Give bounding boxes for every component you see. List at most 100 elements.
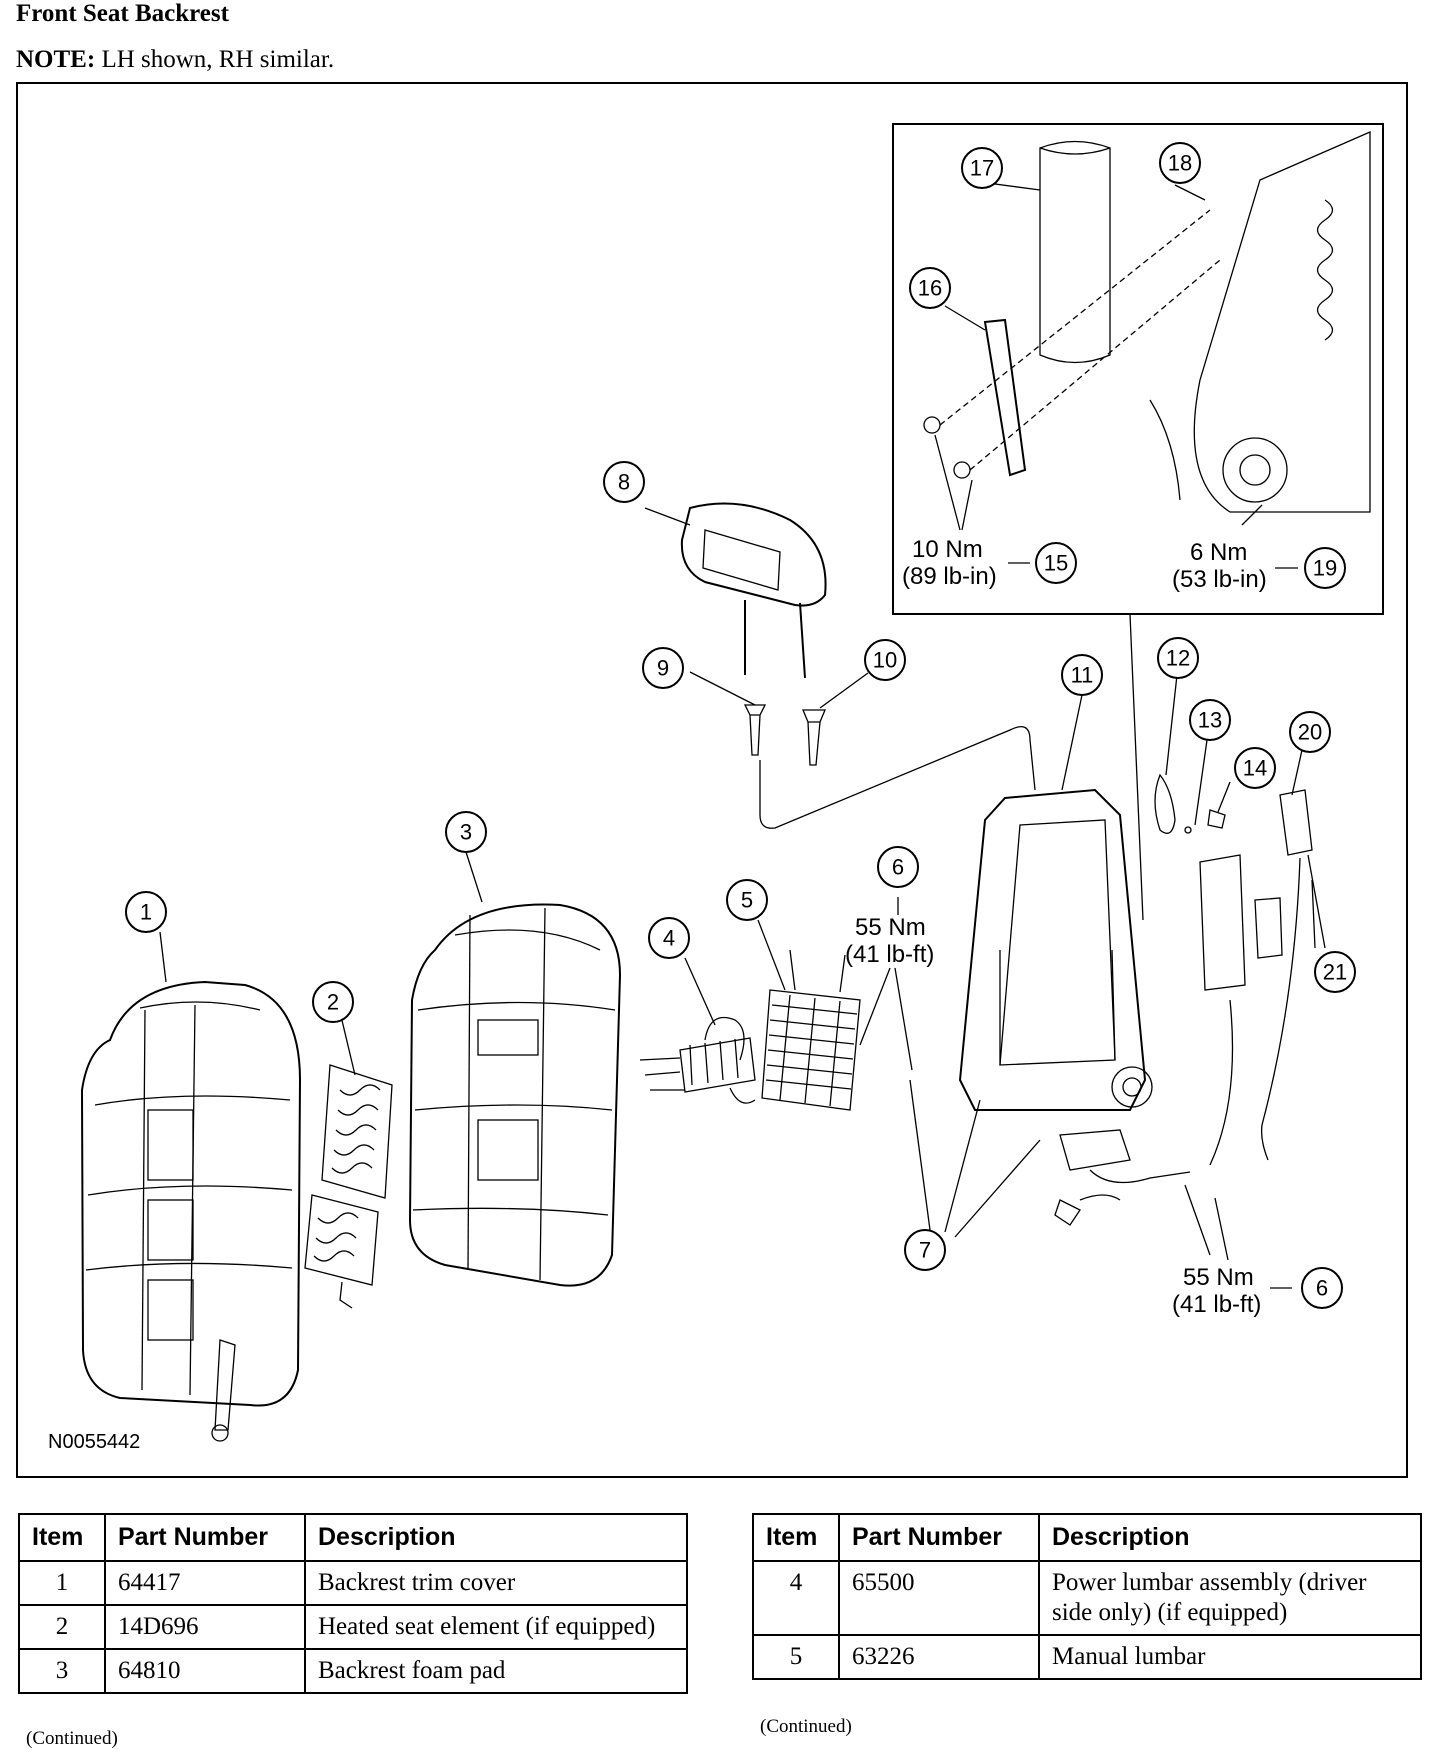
callout-2: 2 — [312, 981, 354, 1023]
torque-55nm-lower: 55 Nm — [1183, 1264, 1254, 1291]
callout-7-label: 7 — [919, 1238, 931, 1263]
torque-10nm: 10 Nm — [912, 536, 983, 563]
header-description: Description — [1038, 1513, 1422, 1562]
cell-part: 63226 — [838, 1634, 1040, 1680]
parts-table-left: Item Part Number Description 1 64417 Bac… — [18, 1513, 688, 1694]
page-title: Front Seat Backrest — [16, 0, 229, 27]
headrest-drawing — [680, 502, 827, 679]
callout-11-label: 11 — [1071, 663, 1094, 688]
callout-4: 4 — [648, 917, 690, 959]
torque-55nm-upper: 55 Nm — [855, 914, 926, 941]
callout-17-label: 17 — [970, 156, 994, 181]
cell-part: 65500 — [838, 1560, 1040, 1636]
callout-12: 12 — [1157, 637, 1199, 679]
header-item: Item — [18, 1513, 106, 1562]
parts-table-right: Item Part Number Description 4 65500 Pow… — [752, 1513, 1422, 1680]
callout-3-label: 3 — [460, 820, 472, 845]
power-lumbar-drawing — [639, 1016, 756, 1104]
leader-lines — [159, 181, 1326, 1289]
torque-6nm: 6 Nm — [1190, 539, 1247, 566]
callout-14: 14 — [1234, 747, 1276, 789]
callout-9: 9 — [642, 647, 684, 689]
continued-right: (Continued) — [760, 1716, 852, 1737]
torque-41lbft-upper: (41 lb-ft) — [845, 941, 934, 968]
callout-10-label: 10 — [873, 648, 897, 673]
heated-element-drawing — [304, 1064, 393, 1309]
continued-left: (Continued) — [26, 1728, 118, 1749]
callout-6-upper-label: 6 — [892, 855, 904, 880]
table-header-row: Item Part Number Description — [752, 1513, 1422, 1562]
header-part-number: Part Number — [838, 1513, 1040, 1562]
callout-12-label: 12 — [1166, 646, 1190, 671]
callout-5-label: 5 — [741, 888, 753, 913]
note-text: LH shown, RH similar. — [101, 46, 335, 73]
note-label: NOTE: — [16, 46, 96, 73]
callout-17: 17 — [961, 147, 1003, 189]
callout-8: 8 — [603, 461, 645, 503]
diagram-frame — [16, 82, 1408, 1478]
callout-13: 13 — [1189, 699, 1231, 741]
cell-item: 3 — [18, 1648, 106, 1694]
table-header-row: Item Part Number Description — [18, 1513, 688, 1562]
cell-desc: Heated seat element (if equipped) — [304, 1604, 688, 1650]
headrest-guides-drawing — [743, 704, 1036, 829]
cell-part: 64417 — [104, 1560, 306, 1606]
callout-4-label: 4 — [663, 926, 675, 951]
callout-21-label: 21 — [1323, 960, 1347, 985]
torque-41lbft-lower: (41 lb-ft) — [1172, 1291, 1261, 1318]
callout-8-label: 8 — [618, 470, 630, 495]
manual-lumbar-drawing — [761, 949, 861, 1111]
cell-desc: Manual lumbar — [1038, 1634, 1422, 1680]
cell-desc: Backrest foam pad — [304, 1648, 688, 1694]
table-row: 5 63226 Manual lumbar — [752, 1634, 1422, 1680]
note-line: NOTE: LH shown, RH similar. — [16, 46, 334, 74]
callout-6-lower-label: 6 — [1316, 1276, 1328, 1301]
callout-15-label: 15 — [1044, 551, 1068, 576]
header-item: Item — [752, 1513, 840, 1562]
callout-18: 18 — [1159, 142, 1201, 184]
inset-box — [892, 123, 1384, 615]
callout-14-label: 14 — [1243, 756, 1267, 781]
inset-drawing — [923, 131, 1371, 513]
callout-5: 5 — [726, 879, 768, 921]
callout-20: 20 — [1289, 711, 1331, 753]
seat-frame-drawing — [958, 788, 1191, 1226]
cell-part: 14D696 — [104, 1604, 306, 1650]
torque-53lbin: (53 lb-in) — [1172, 566, 1267, 593]
callout-20-label: 20 — [1298, 720, 1322, 745]
torque-89lbin: (89 lb-in) — [902, 563, 997, 590]
callout-2-label: 2 — [327, 990, 339, 1015]
cell-item: 1 — [18, 1560, 106, 1606]
header-description: Description — [304, 1513, 688, 1562]
callout-7: 7 — [904, 1229, 946, 1271]
callout-6-upper: 6 — [877, 846, 919, 888]
callout-16-label: 16 — [918, 276, 942, 301]
cell-desc: Power lumbar assembly (driver side only)… — [1038, 1560, 1422, 1636]
callout-21: 21 — [1314, 951, 1356, 993]
callout-6-lower: 6 — [1301, 1267, 1343, 1309]
cell-part: 64810 — [104, 1648, 306, 1694]
header-part-number: Part Number — [104, 1513, 306, 1562]
callout-16: 16 — [909, 267, 951, 309]
callout-18-label: 18 — [1168, 151, 1192, 176]
table-row: 2 14D696 Heated seat element (if equippe… — [18, 1604, 688, 1650]
callout-19: 19 — [1304, 547, 1346, 589]
trim-cover-drawing — [80, 980, 302, 1442]
foam-pad-drawing — [408, 903, 622, 1287]
table-row: 3 64810 Backrest foam pad — [18, 1648, 688, 1694]
cell-item: 2 — [18, 1604, 106, 1650]
callout-11: 11 — [1061, 654, 1103, 696]
small-parts-drawing — [1154, 773, 1313, 1166]
callout-3: 3 — [445, 811, 487, 853]
callout-10: 10 — [864, 639, 906, 681]
callout-1-label: 1 — [140, 900, 152, 925]
callout-9-label: 9 — [657, 656, 669, 681]
cell-desc: Backrest trim cover — [304, 1560, 688, 1606]
callout-15: 15 — [1035, 542, 1077, 584]
cell-item: 5 — [752, 1634, 840, 1680]
inset-leader — [1129, 613, 1144, 921]
cell-item: 4 — [752, 1560, 840, 1636]
callout-19-label: 19 — [1313, 556, 1337, 581]
callout-1: 1 — [125, 891, 167, 933]
